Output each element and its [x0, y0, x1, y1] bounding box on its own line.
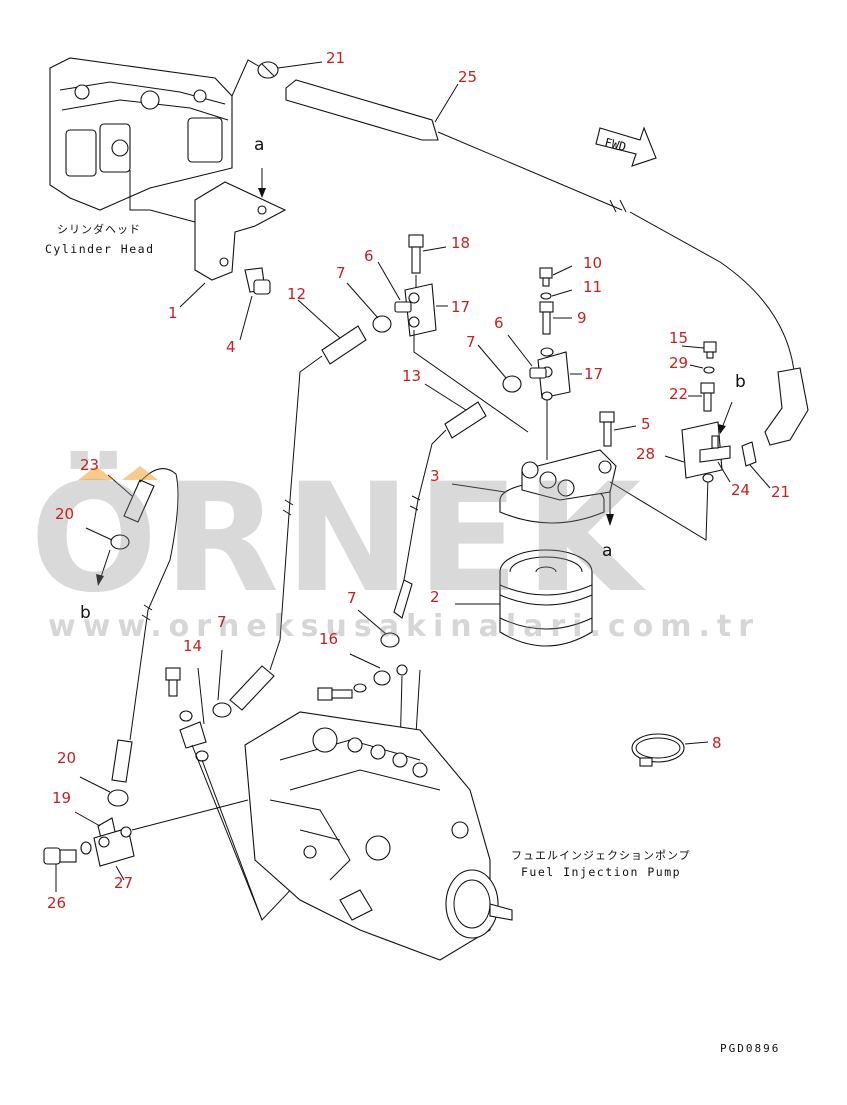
clip-part-21-right — [741, 441, 757, 467]
fuel-hose-part-25 — [285, 79, 809, 446]
letter-b-right: b — [735, 372, 746, 392]
hose-part-23 — [123, 468, 179, 741]
clip-part-7-upper — [372, 315, 392, 333]
clip-part-7-lower — [502, 375, 522, 393]
pump-en-label: Fuel Injection Pump — [521, 865, 681, 879]
callout-3: 3 — [430, 467, 440, 485]
bracket-part-27 — [93, 826, 135, 867]
callout-25: 25 — [458, 68, 477, 86]
bolt-part-16-assembly — [317, 664, 408, 701]
callout-29: 29 — [669, 354, 688, 372]
fitting-part-6-lower — [529, 367, 547, 379]
hose-segment-lower — [229, 665, 275, 711]
bracket-part-17-upper — [404, 283, 437, 337]
fuel-injection-pump-drawing — [244, 711, 513, 961]
callout-7-lower: 7 — [466, 333, 476, 351]
clip-part-21 — [257, 61, 279, 79]
forward-direction-arrow: FWD — [595, 126, 657, 167]
callout-27: 27 — [114, 874, 133, 892]
callout-5: 5 — [641, 415, 651, 433]
letter-a-top: a — [254, 135, 264, 155]
fwd-label: FWD — [603, 135, 627, 154]
letter-a-mid: a — [602, 541, 612, 561]
bolt-part-4 — [244, 267, 271, 295]
callout-10: 10 — [583, 254, 602, 272]
callout-7-pump-right: 7 — [347, 589, 357, 607]
callout-26: 26 — [47, 894, 66, 912]
watermark-accent-mark-2 — [122, 466, 158, 480]
callout-11: 11 — [583, 278, 602, 296]
callout-8: 8 — [712, 734, 722, 752]
hose-clamp-part-8 — [631, 733, 685, 767]
callout-12: 12 — [287, 285, 306, 303]
clip-part-20-lower — [107, 789, 129, 807]
callout-21-right: 21 — [771, 483, 790, 501]
hose-part-12 — [269, 325, 367, 671]
bolt-part-22 — [700, 382, 715, 412]
callout-24: 24 — [731, 481, 750, 499]
callout-17-upper: 17 — [451, 298, 470, 316]
letter-b-left: b — [80, 603, 91, 623]
cylinder-head-en-label: Cylinder Head — [45, 242, 155, 256]
callout-9: 9 — [577, 309, 587, 327]
clip-part-20-upper — [110, 534, 130, 550]
watermark-accent-mark — [78, 466, 114, 480]
callout-23: 23 — [80, 456, 99, 474]
cylinder-head-jp-label: シリンダヘッド — [57, 222, 141, 236]
watermark-url: www.orneksusakinalari.com.tr — [48, 609, 760, 644]
bolt-part-9 — [539, 301, 554, 335]
bolt-part-5 — [599, 411, 615, 447]
fitting-part-14 — [179, 721, 207, 749]
pump-jp-label: フュエルインジェクションポンプ — [511, 849, 691, 862]
callout-6-lower: 6 — [494, 314, 504, 332]
cylinder-head-drawing — [49, 57, 263, 223]
bolt-part-10 — [539, 267, 553, 287]
callout-16: 16 — [319, 630, 338, 648]
callout-20-upper: 20 — [55, 505, 74, 523]
callout-17-lower: 17 — [584, 365, 603, 383]
callout-28: 28 — [636, 445, 655, 463]
clip-part-7-pump-left — [212, 702, 232, 718]
callout-14: 14 — [183, 637, 202, 655]
hose-part-13 — [403, 401, 487, 581]
callout-6-upper: 6 — [364, 247, 374, 265]
clip-part-7-pump-right — [380, 632, 400, 648]
washer-part-11 — [540, 292, 552, 300]
callout-18: 18 — [451, 234, 470, 252]
fitting-part-24 — [699, 435, 731, 463]
callout-20-lower: 20 — [57, 749, 76, 767]
callout-4: 4 — [226, 338, 236, 356]
callout-7-upper: 7 — [336, 264, 346, 282]
callout-13: 13 — [402, 367, 421, 385]
drawing-code: PGD0896 — [720, 1042, 780, 1055]
washer-part-29 — [703, 366, 715, 374]
bolt-part-18 — [408, 234, 424, 274]
fuel-filter-head-part-3 — [499, 449, 617, 524]
hose-lower-end — [111, 739, 133, 783]
watermark-brand: ÖRNEK — [30, 450, 647, 626]
bolt-part-26 — [43, 847, 77, 865]
callout-2: 2 — [430, 588, 440, 606]
fuel-filter-cartridge-part-2 — [499, 549, 593, 647]
bolt-part-15 — [703, 341, 717, 359]
fitting-part-6-upper — [394, 301, 412, 313]
bracket-part-17-lower — [537, 351, 571, 399]
callout-22: 22 — [669, 385, 688, 403]
callout-7-pump-left: 7 — [217, 613, 227, 631]
callout-1: 1 — [168, 304, 178, 322]
callout-19: 19 — [52, 789, 71, 807]
callout-15: 15 — [669, 329, 688, 347]
bolt-part-14 — [165, 667, 181, 697]
callout-21-top: 21 — [326, 49, 345, 67]
bracket-part-1 — [194, 181, 287, 281]
